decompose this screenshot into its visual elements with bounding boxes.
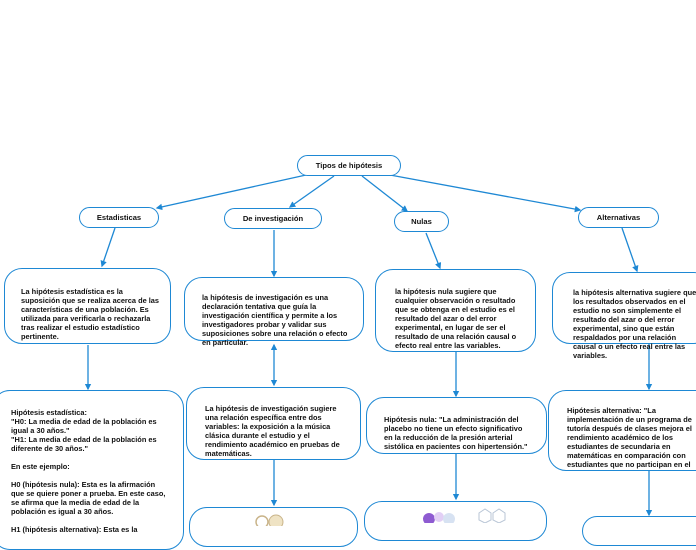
investigacion-definition-text: la hipótesis de investigación es una dec… [202, 293, 348, 348]
nulas-example[interactable]: Hipótesis nula: "La administración del p… [366, 397, 547, 454]
nulas-definition-text: la hipótesis nula sugiere que cualquier … [395, 287, 517, 351]
branch-alternativas-label: Alternativas [596, 212, 641, 222]
link-root-investigacion [288, 175, 335, 208]
branch-nulas-label: Nulas [411, 216, 432, 226]
link-nulas-definition [425, 232, 442, 270]
link-root-estadisticas [155, 174, 307, 211]
estadisticas-example-text: Hipótesis estadística: "H0: La media de … [11, 408, 166, 535]
branch-estadisticas[interactable]: Estadisticas [79, 207, 159, 228]
nulas-example-text: Hipótesis nula: "La administración del p… [384, 415, 528, 452]
alternativas-next-node[interactable] [582, 516, 696, 546]
investigacion-image-node[interactable] [189, 507, 358, 547]
nulas-definition[interactable]: la hipótesis nula sugiere que cualquier … [375, 269, 536, 352]
root-node[interactable]: Tipos de hipótesis [297, 155, 401, 176]
investigacion-example-text: La hipótesis de investigación sugiere un… [205, 404, 340, 459]
estadisticas-definition[interactable]: La hipótesis estadística es la suposició… [4, 268, 171, 344]
investigacion-definition[interactable]: la hipótesis de investigación es una dec… [184, 277, 364, 347]
link-root-nulas [361, 175, 409, 212]
alternativas-example[interactable]: Hipótesis alternativa: "La implementació… [548, 390, 696, 471]
link-estadisticas-definition [100, 227, 116, 268]
investigacion-example[interactable]: La hipótesis de investigación sugiere un… [186, 387, 361, 460]
branch-investigacion[interactable]: De investigación [224, 208, 322, 229]
alternativas-definition[interactable]: la hipótesis alternativa sugiere que los… [552, 272, 696, 360]
branch-alternativas[interactable]: Alternativas [578, 207, 659, 228]
branch-estadisticas-label: Estadisticas [96, 212, 142, 222]
alternativas-definition-text: la hipótesis alternativa sugiere que los… [573, 288, 696, 361]
nulas-image-node[interactable] [364, 501, 547, 541]
illustration-icon [255, 514, 284, 526]
illustration-icon [423, 508, 506, 523]
root-label: Tipos de hipótesis [315, 160, 383, 170]
link-alternativas-definition [621, 227, 639, 273]
alternativas-example-text: Hipótesis alternativa: "La implementació… [567, 406, 692, 470]
branch-investigacion-label: De investigación [242, 213, 304, 223]
link-root-alternativas [389, 174, 582, 213]
connector-lines [84, 174, 653, 517]
estadisticas-example[interactable]: Hipótesis estadística: "H0: La media de … [0, 390, 184, 550]
branch-nulas[interactable]: Nulas [394, 211, 449, 232]
estadisticas-definition-text: La hipótesis estadística es la suposició… [21, 287, 160, 342]
